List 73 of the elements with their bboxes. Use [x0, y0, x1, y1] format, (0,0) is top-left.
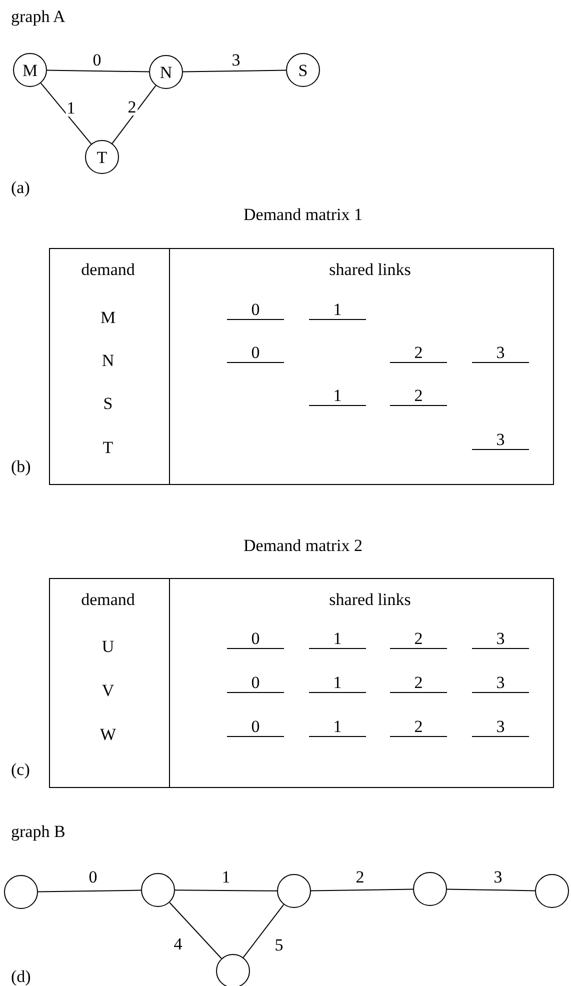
- node-label: S: [298, 62, 308, 78]
- edge-label: 2: [126, 98, 138, 116]
- node-circle: [535, 874, 569, 908]
- node-circle: [13, 53, 47, 87]
- link-number: 2: [390, 672, 447, 693]
- link-number: 3: [472, 429, 529, 450]
- link-number: 1: [309, 672, 366, 693]
- node-circle: [141, 873, 175, 907]
- node-circle: [149, 55, 183, 89]
- table-title: Demand matrix 1: [244, 204, 362, 226]
- edge-label: 1: [66, 100, 76, 116]
- panel-label: (d): [11, 966, 31, 986]
- link-number: 1: [309, 385, 366, 406]
- panel-label: (c): [11, 760, 30, 780]
- edge-label: 5: [274, 936, 284, 954]
- column-header: demand: [81, 260, 135, 280]
- row-label: T: [102, 438, 114, 458]
- column-header: shared links: [329, 590, 411, 610]
- link-number: 0: [227, 628, 284, 649]
- link-line: [46, 70, 150, 72]
- link-number: 0: [227, 672, 284, 693]
- link-number: 0: [227, 342, 284, 363]
- link-number: 0: [227, 716, 284, 737]
- row-label: U: [102, 636, 114, 658]
- graph-title: graph A: [11, 6, 66, 28]
- link-line: [310, 888, 414, 892]
- column-header: shared links: [329, 260, 411, 280]
- link-number: 2: [390, 342, 447, 363]
- link-number: 3: [472, 342, 529, 363]
- row-label: N: [102, 350, 114, 372]
- link-line: [242, 904, 284, 958]
- node-label: T: [96, 148, 108, 166]
- link-number: 1: [309, 628, 366, 649]
- link-line: [169, 902, 222, 960]
- row-label: W: [100, 724, 116, 746]
- node-circle: [413, 872, 447, 906]
- link-line: [174, 890, 278, 892]
- link-number: 1: [309, 716, 366, 737]
- panel-label: (b): [11, 456, 31, 478]
- link-number: 0: [227, 299, 284, 320]
- edge-label: 2: [354, 868, 366, 886]
- link-number: 3: [472, 628, 529, 649]
- node-label: N: [160, 64, 172, 80]
- table-title: Demand matrix 2: [244, 536, 362, 556]
- edge-label: 1: [220, 868, 232, 886]
- panel-label: (a): [11, 178, 30, 198]
- link-line: [446, 888, 536, 892]
- row-label: M: [100, 308, 116, 328]
- node-circle: [4, 875, 38, 909]
- graph-title: graph B: [11, 822, 66, 842]
- node-label: M: [22, 62, 38, 78]
- node-circle: [277, 874, 311, 908]
- link-number: 1: [309, 299, 366, 320]
- edge-label: 0: [92, 52, 102, 68]
- link-line: [182, 70, 286, 72]
- edge-label: 4: [172, 936, 184, 952]
- link-number: 2: [390, 385, 447, 406]
- link-number: 3: [472, 716, 529, 737]
- link-number: 2: [390, 716, 447, 737]
- node-circle: [286, 53, 320, 87]
- node-circle: [85, 140, 119, 174]
- link-line: [112, 85, 156, 144]
- link-number: 3: [472, 672, 529, 693]
- row-label: V: [102, 680, 114, 702]
- row-label: S: [103, 394, 113, 414]
- link-number: 2: [390, 628, 447, 649]
- edge-label: 3: [230, 52, 242, 68]
- edge-label: 0: [88, 868, 98, 886]
- edge-label: 3: [492, 868, 504, 886]
- column-header: demand: [81, 590, 135, 610]
- link-line: [38, 890, 142, 892]
- node-circle: [216, 954, 250, 986]
- link-line: [40, 82, 92, 144]
